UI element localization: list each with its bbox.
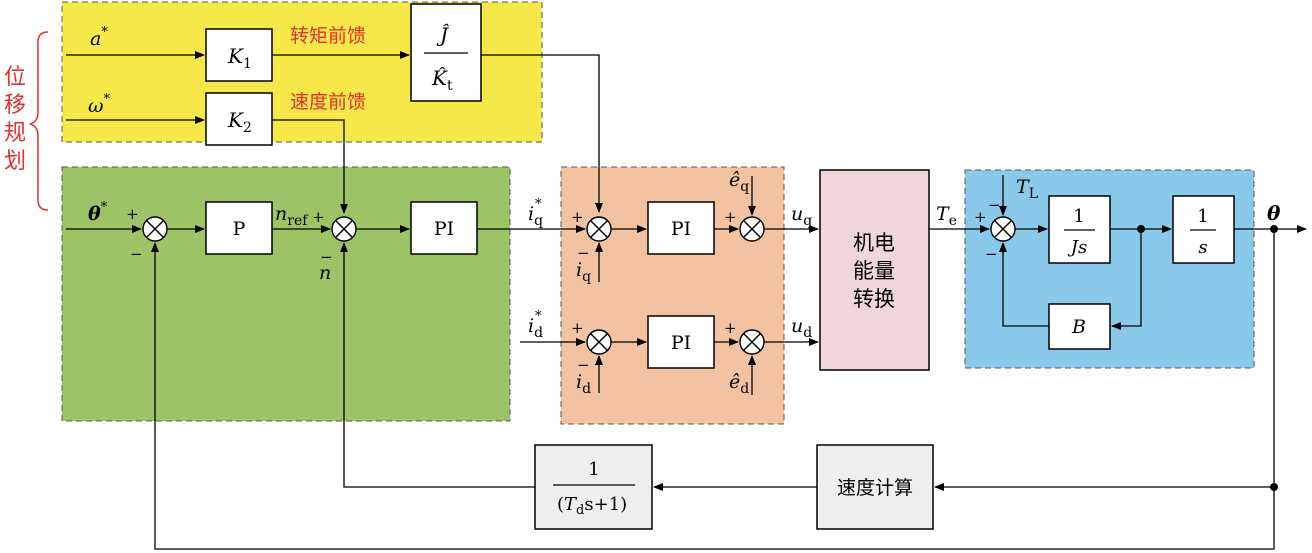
k1-label: K1 <box>227 44 252 72</box>
id-minus-sign: − <box>577 356 590 374</box>
side-label-char-3: 规 <box>4 121 26 146</box>
js-denominator: Js <box>1067 237 1087 258</box>
iq-star-label: iq* <box>528 197 543 229</box>
ed-hat-label: êd <box>729 371 749 397</box>
speed-pi-block <box>410 201 478 255</box>
s-numerator: 1 <box>1197 206 1208 227</box>
filter-denominator: (Tds+1) <box>557 494 627 518</box>
ud-label: ud <box>791 315 812 341</box>
speed-feedforward-label: 速度前馈 <box>290 91 366 113</box>
side-label-char-1: 位 <box>4 65 26 90</box>
conversion-line-2: 能量 <box>853 259 895 283</box>
tl-minus-sign: − <box>988 196 1001 214</box>
speed-calc-block <box>816 444 934 530</box>
tl-label: TL <box>1016 176 1038 202</box>
side-label-char-2: 移 <box>4 93 26 118</box>
js-numerator: 1 <box>1073 206 1084 227</box>
torque-sum-junction <box>990 216 1016 242</box>
iq-minus-sign: − <box>577 244 590 262</box>
speed-plus-sign: + <box>312 208 325 226</box>
energy-conversion-block <box>819 169 930 371</box>
eq-hat-label: êq <box>729 169 749 195</box>
filter-block <box>534 444 653 530</box>
torque-feedforward-label: 转矩前馈 <box>290 25 366 47</box>
iq-plus-sign: + <box>571 208 584 226</box>
id-star-label: id* <box>528 309 543 341</box>
inertia-denominator: K̂t <box>431 66 453 94</box>
uq-label: uq <box>791 203 812 229</box>
n-ref-label: nref <box>275 203 309 229</box>
uq-plus-sign: + <box>724 208 737 226</box>
id-plus-sign: + <box>571 319 584 337</box>
theta-output-label: θ <box>1267 201 1281 225</box>
s-denominator: s <box>1198 237 1207 258</box>
pos-minus-sign: − <box>130 245 143 263</box>
ud-plus-sign: + <box>724 319 737 337</box>
omega-branch-dot <box>1137 225 1145 233</box>
te-label: Te <box>936 203 957 229</box>
iq-feedback-label: iq <box>576 259 591 285</box>
inertia-numerator: Ĵ <box>436 22 450 47</box>
planning-brace <box>29 31 49 211</box>
torque-plus-sign: + <box>974 208 987 226</box>
uq-sum-junction <box>739 216 765 242</box>
b-label: B <box>1071 316 1086 338</box>
a-star-label: a* <box>90 25 108 50</box>
damping-minus-sign: − <box>985 245 998 263</box>
iq-pi-label: PI <box>671 218 691 240</box>
speed-sum-junction <box>331 216 357 242</box>
ud-sum-junction <box>739 329 765 355</box>
damping-b-block <box>1048 303 1111 350</box>
n-feedback-label: n <box>319 262 331 284</box>
side-label-char-4: 划 <box>4 149 26 174</box>
pos-plus-sign: + <box>126 205 139 223</box>
iq-pi-block <box>647 201 715 255</box>
speed-pi-label: PI <box>434 218 454 240</box>
id-feedback-label: id <box>576 371 591 397</box>
speed-calc-label: 速度计算 <box>837 477 913 499</box>
position-sum-junction <box>142 216 168 242</box>
p-controller-block <box>205 201 273 255</box>
id-pi-block <box>647 315 715 369</box>
speed-minus-sign: − <box>320 248 333 266</box>
omega-star-label: ω* <box>88 92 111 117</box>
conversion-line-3: 转换 <box>853 287 895 311</box>
filter-numerator: 1 <box>588 459 599 480</box>
conversion-line-1: 机电 <box>853 231 895 255</box>
theta-star-label: θ* <box>88 200 108 225</box>
iq-sum-junction <box>586 216 612 242</box>
p-controller-label: P <box>233 218 246 240</box>
id-sum-junction <box>586 329 612 355</box>
id-pi-label: PI <box>671 332 691 354</box>
k2-block <box>205 92 273 146</box>
k2-label: K2 <box>227 108 252 136</box>
